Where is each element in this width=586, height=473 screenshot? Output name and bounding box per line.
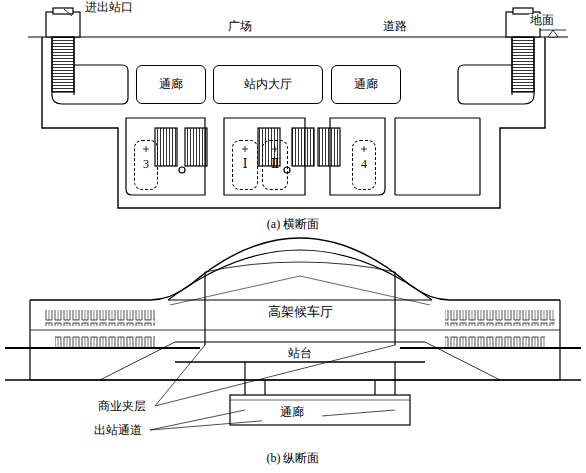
platform-label: 站台 <box>287 347 313 361</box>
train-mark <box>143 146 149 152</box>
train-mark <box>242 146 248 152</box>
track-number: 4 <box>352 140 376 190</box>
area-label: 广场 <box>227 20 253 34</box>
node-text: 3 <box>143 158 149 172</box>
cross-section <box>28 8 568 208</box>
hall-box: 站内大厅 <box>213 65 323 104</box>
node-text: 通廊 <box>159 78 183 92</box>
corridor-box: 通廊 <box>262 403 322 423</box>
train-mark <box>272 146 278 152</box>
longitudinal-section <box>5 238 581 430</box>
node-text: Ⅰ <box>243 158 248 172</box>
callout-label: 进出站口 <box>84 1 134 15</box>
caption: (a) 横断面 <box>266 218 320 232</box>
area-label: 道路 <box>382 20 408 34</box>
node-text: 站内大厅 <box>244 78 292 92</box>
node-text: 通廊 <box>354 78 378 92</box>
track-number: Ⅰ <box>232 140 258 190</box>
corridor-box: 通廊 <box>136 65 206 104</box>
hall-label: 高架候车厅 <box>267 305 334 320</box>
train-mark <box>361 146 367 152</box>
ground-label: 地面 <box>529 14 555 28</box>
caption: (b) 纵断面 <box>266 452 321 466</box>
node-text: 4 <box>361 158 367 172</box>
callout-label: 出站通道 <box>93 424 143 438</box>
corridor-box: 通廊 <box>331 65 401 104</box>
node-text: Ⅱ <box>271 158 279 172</box>
node-text: 通廊 <box>280 406 304 420</box>
callout-label: 商业夹层 <box>97 400 147 414</box>
track-number: Ⅱ <box>262 140 288 190</box>
track-number: 3 <box>134 140 158 190</box>
